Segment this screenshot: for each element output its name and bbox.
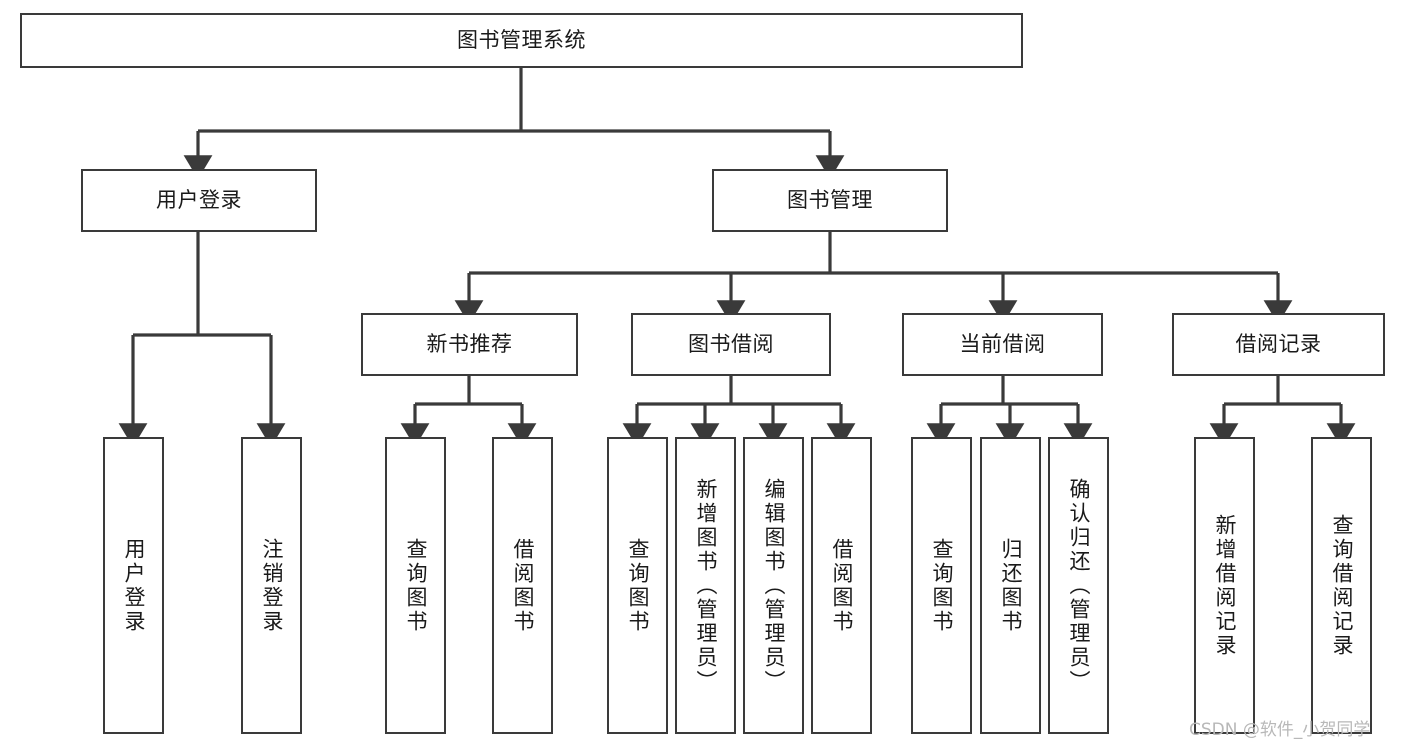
node-current-borrow-label: 当前借阅 <box>959 332 1046 357</box>
node-leaf-query-book-2[interactable]: 查询图书 <box>607 437 668 734</box>
node-leaf-add-book[interactable]: 新增图书（管理员） <box>675 437 736 734</box>
node-leaf-edit-book-label: 编辑图书（管理员） <box>762 477 786 694</box>
node-leaf-confirm-return[interactable]: 确认归还（管理员） <box>1048 437 1109 734</box>
node-leaf-logout-login-label: 注销登录 <box>260 537 284 634</box>
node-current-borrow[interactable]: 当前借阅 <box>902 313 1103 376</box>
node-book-manage[interactable]: 图书管理 <box>712 169 948 232</box>
node-root-label: 图书管理系统 <box>457 28 586 53</box>
node-leaf-query-book-2-label: 查询图书 <box>626 537 650 634</box>
node-user-login[interactable]: 用户登录 <box>81 169 317 232</box>
node-leaf-query-book-1-label: 查询图书 <box>404 537 428 634</box>
node-book-manage-label: 图书管理 <box>787 188 873 213</box>
node-new-book-recommend[interactable]: 新书推荐 <box>361 313 578 376</box>
node-leaf-return-book[interactable]: 归还图书 <box>980 437 1041 734</box>
node-leaf-add-record[interactable]: 新增借阅记录 <box>1194 437 1255 734</box>
node-leaf-query-book-3-label: 查询图书 <box>930 537 954 634</box>
node-leaf-borrow-book-2[interactable]: 借阅图书 <box>811 437 872 734</box>
node-leaf-edit-book[interactable]: 编辑图书（管理员） <box>743 437 804 734</box>
node-leaf-confirm-return-label: 确认归还（管理员） <box>1067 477 1091 694</box>
node-leaf-query-record-label: 查询借阅记录 <box>1330 513 1354 658</box>
node-book-borrow-label: 图书借阅 <box>688 332 774 357</box>
node-leaf-query-book-1[interactable]: 查询图书 <box>385 437 446 734</box>
node-leaf-borrow-book-2-label: 借阅图书 <box>830 537 854 634</box>
node-user-login-label: 用户登录 <box>156 188 242 213</box>
node-leaf-borrow-book-1[interactable]: 借阅图书 <box>492 437 553 734</box>
node-borrow-record-label: 借阅记录 <box>1235 332 1322 357</box>
node-leaf-logout-login[interactable]: 注销登录 <box>241 437 302 734</box>
node-leaf-return-book-label: 归还图书 <box>999 537 1023 634</box>
node-leaf-user-login-label: 用户登录 <box>122 537 146 634</box>
node-leaf-borrow-book-1-label: 借阅图书 <box>511 537 535 634</box>
node-new-book-recommend-label: 新书推荐 <box>426 332 513 357</box>
node-book-borrow[interactable]: 图书借阅 <box>631 313 831 376</box>
node-borrow-record[interactable]: 借阅记录 <box>1172 313 1385 376</box>
node-leaf-query-record[interactable]: 查询借阅记录 <box>1311 437 1372 734</box>
node-root[interactable]: 图书管理系统 <box>20 13 1023 68</box>
node-leaf-add-book-label: 新增图书（管理员） <box>694 477 718 694</box>
node-leaf-user-login[interactable]: 用户登录 <box>103 437 164 734</box>
node-leaf-add-record-label: 新增借阅记录 <box>1213 513 1237 658</box>
node-leaf-query-book-3[interactable]: 查询图书 <box>911 437 972 734</box>
